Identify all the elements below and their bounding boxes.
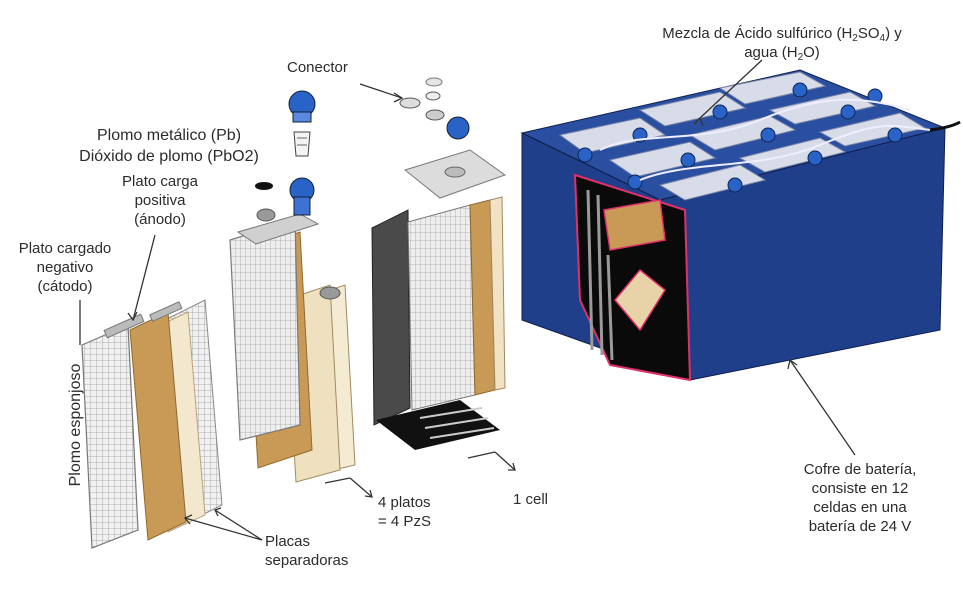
- label-4-platos: 4 platos = 4 PzS: [378, 494, 431, 530]
- label-placas-separadoras: Placas separadoras: [265, 533, 349, 569]
- battery-case: [520, 69, 961, 382]
- label-dioxido: Dióxido de plomo (PbO2): [79, 148, 259, 165]
- plate-pack: [229, 182, 356, 483]
- label-plato-negativo: Plato cargado negativo (cátodo): [18, 240, 112, 295]
- label-conector: Conector: [287, 59, 348, 76]
- label-1-cell: 1 cell: [513, 491, 549, 508]
- negative-plate: [81, 324, 139, 549]
- connector-caps: [288, 90, 316, 216]
- label-mezcla: Mezcla de Ácido sulfúrico (H2SO4) y agua…: [662, 25, 902, 63]
- label-plomo-dioxido: Plomo metálico (Pb) Dióxido de plomo (Pb…: [64, 125, 274, 167]
- label-plomo-esponjoso: Plomo esponjoso: [67, 363, 84, 487]
- exploded-plates: [81, 299, 223, 549]
- single-cell: [371, 77, 507, 450]
- label-plomo-metalico: Plomo metálico (Pb): [96, 127, 242, 144]
- label-plato-positivo: Plato carga positiva (ánodo): [122, 173, 198, 228]
- label-cofre: Cofre de batería, consiste en 12 celdas …: [803, 461, 917, 535]
- leader-lines: [79, 59, 856, 541]
